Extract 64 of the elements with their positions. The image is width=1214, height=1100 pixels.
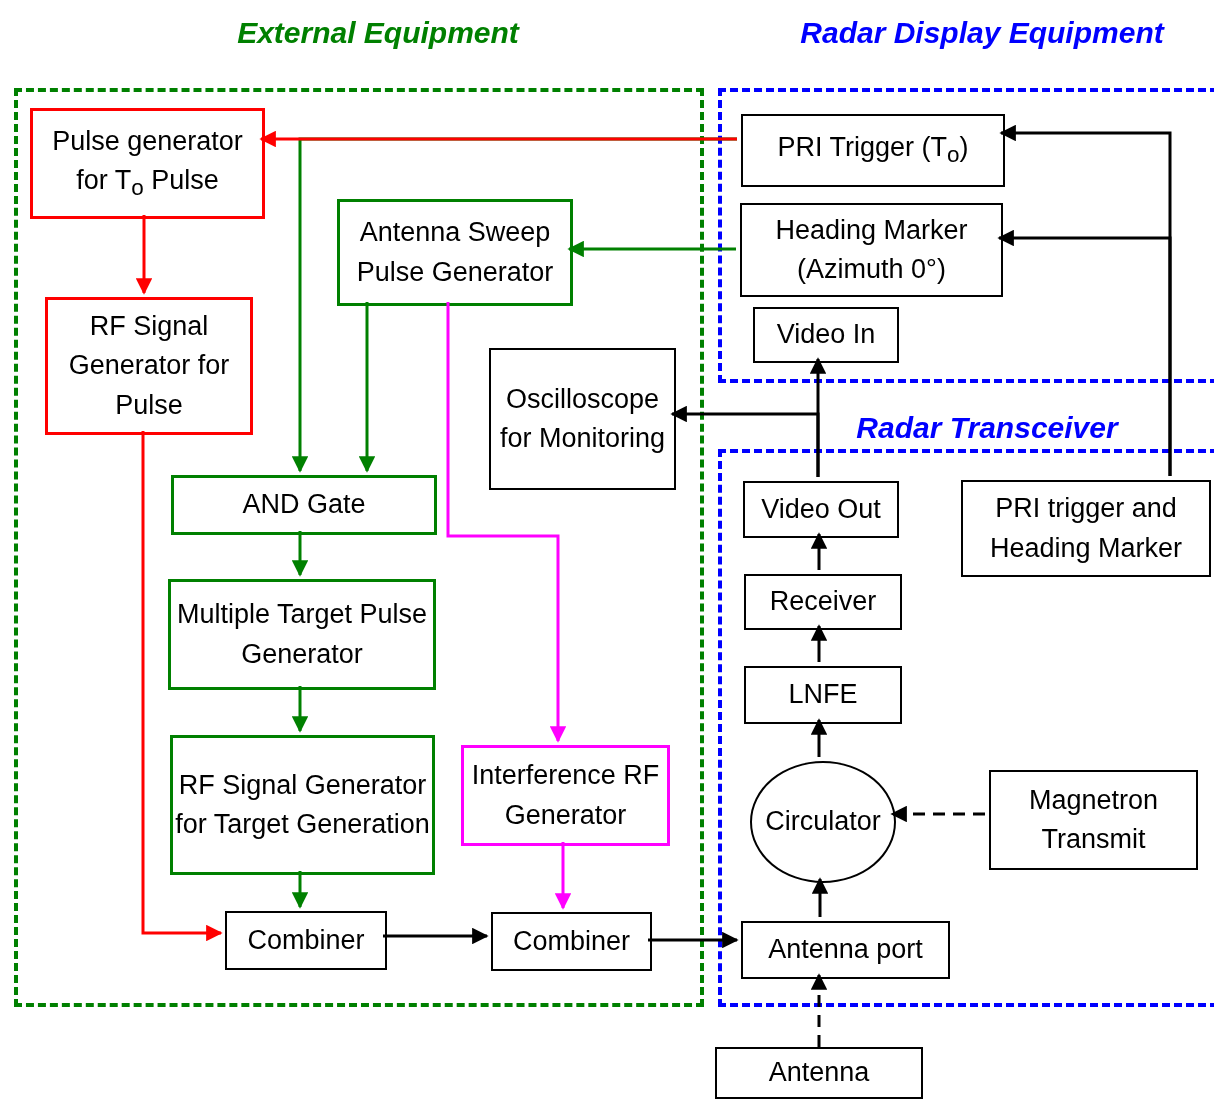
arrow xyxy=(670,405,820,477)
block-label: Oscilloscope for Monitoring xyxy=(498,382,667,455)
arrow xyxy=(259,130,737,148)
block-box xyxy=(740,203,1003,297)
block-label: LNFE xyxy=(788,678,858,712)
block-label: Pulse generator for T$_{o}$ Pulse xyxy=(51,124,244,203)
block-label: Combiner xyxy=(512,924,630,958)
block-box xyxy=(45,297,253,435)
block-label: Interference RF Generator xyxy=(470,759,661,832)
arrow xyxy=(890,805,985,823)
arrow xyxy=(810,532,828,570)
arrow xyxy=(446,302,567,743)
block-box xyxy=(337,199,573,306)
block-label: Antenna port xyxy=(768,933,923,967)
block-label: Video Out xyxy=(761,492,881,526)
block-box xyxy=(491,912,652,971)
block-label: RF Signal Generator for Pulse xyxy=(67,310,231,422)
block-box xyxy=(170,735,435,875)
block-box xyxy=(753,307,899,363)
block-box xyxy=(225,911,387,970)
block-label: Multiple Target Pulse Generator xyxy=(175,598,429,671)
arrow xyxy=(567,240,736,258)
arrow xyxy=(291,686,309,733)
block-box xyxy=(168,579,436,690)
block-label: Antenna Sweep Pulse Generator xyxy=(355,216,555,289)
arrow xyxy=(291,531,309,577)
block-label: Magnetron Transmit xyxy=(1027,783,1160,856)
group-heading: Radar Transceiver xyxy=(855,411,1120,445)
group-heading: External Equipment xyxy=(236,16,521,50)
block-label: Heading Marker (Azimuth 0°) xyxy=(774,213,969,286)
block-box xyxy=(715,1047,923,1099)
group-heading: Radar Display Equipment xyxy=(799,16,1166,50)
block-box xyxy=(744,574,902,630)
arrow xyxy=(810,973,828,1047)
block-box xyxy=(461,745,670,846)
arrow xyxy=(135,215,153,295)
block-box xyxy=(30,108,265,219)
block-label: Receiver xyxy=(769,585,877,619)
arrow xyxy=(997,229,1172,476)
arrow xyxy=(383,927,489,945)
block-label: Antenna xyxy=(768,1056,870,1090)
block-label: PRI trigger and Heading Marker xyxy=(988,492,1184,565)
block-box xyxy=(489,348,676,490)
block-box xyxy=(741,114,1005,187)
block-box xyxy=(989,770,1198,870)
block-label: Video In xyxy=(776,318,876,352)
arrow xyxy=(811,877,829,917)
block-box xyxy=(744,666,902,724)
block-box xyxy=(743,481,899,538)
block-label: RF Signal Generator for Target Generation xyxy=(174,768,431,841)
block-label: Circulator xyxy=(765,805,881,839)
block-label: PRI Trigger (T$_{o}$) xyxy=(777,131,969,170)
block-box xyxy=(741,921,950,979)
block-label: AND Gate xyxy=(242,488,366,522)
arrow xyxy=(358,302,376,473)
arrow xyxy=(554,842,572,910)
block-box xyxy=(171,475,437,535)
block-label: Combiner xyxy=(247,923,365,957)
arrow xyxy=(291,871,309,909)
arrow xyxy=(810,624,828,662)
arrow xyxy=(141,431,223,942)
block-box xyxy=(961,480,1211,577)
arrow xyxy=(810,718,828,757)
arrow xyxy=(648,931,739,949)
